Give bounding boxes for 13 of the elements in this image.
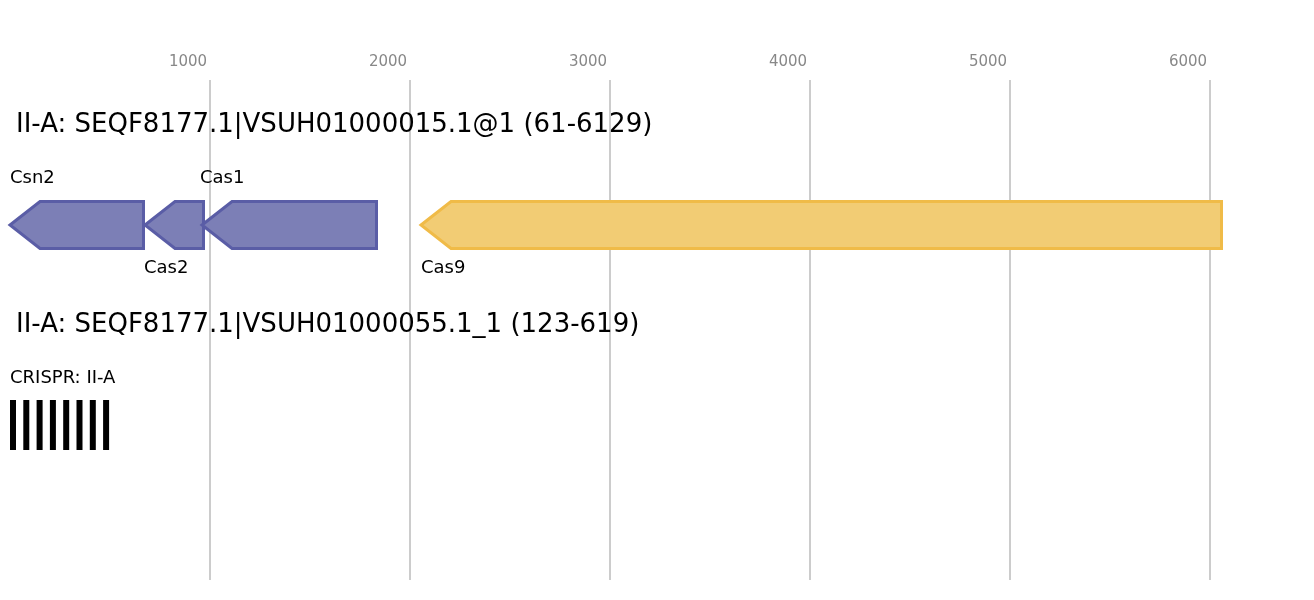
array-label: CRISPR: II-A bbox=[10, 366, 116, 387]
tick-label: 4000 bbox=[767, 52, 809, 70]
track-title: II-A: SEQF8177.1|VSUH01000055.1_1 (123-619) bbox=[16, 308, 640, 338]
tick-label: 3000 bbox=[567, 52, 609, 70]
tick-label: 5000 bbox=[967, 52, 1009, 70]
gene-label: Csn2 bbox=[10, 166, 55, 187]
gene-label: Cas2 bbox=[144, 256, 189, 277]
tick-label: 1000 bbox=[167, 52, 209, 70]
track-title: II-A: SEQF8177.1|VSUH01000015.1@1 (61-6129) bbox=[16, 108, 653, 138]
gene-label: Cas1 bbox=[200, 166, 245, 187]
tick-label: 2000 bbox=[367, 52, 409, 70]
gene-label: Cas9 bbox=[421, 256, 466, 277]
tick-label: 6000 bbox=[1167, 52, 1209, 70]
